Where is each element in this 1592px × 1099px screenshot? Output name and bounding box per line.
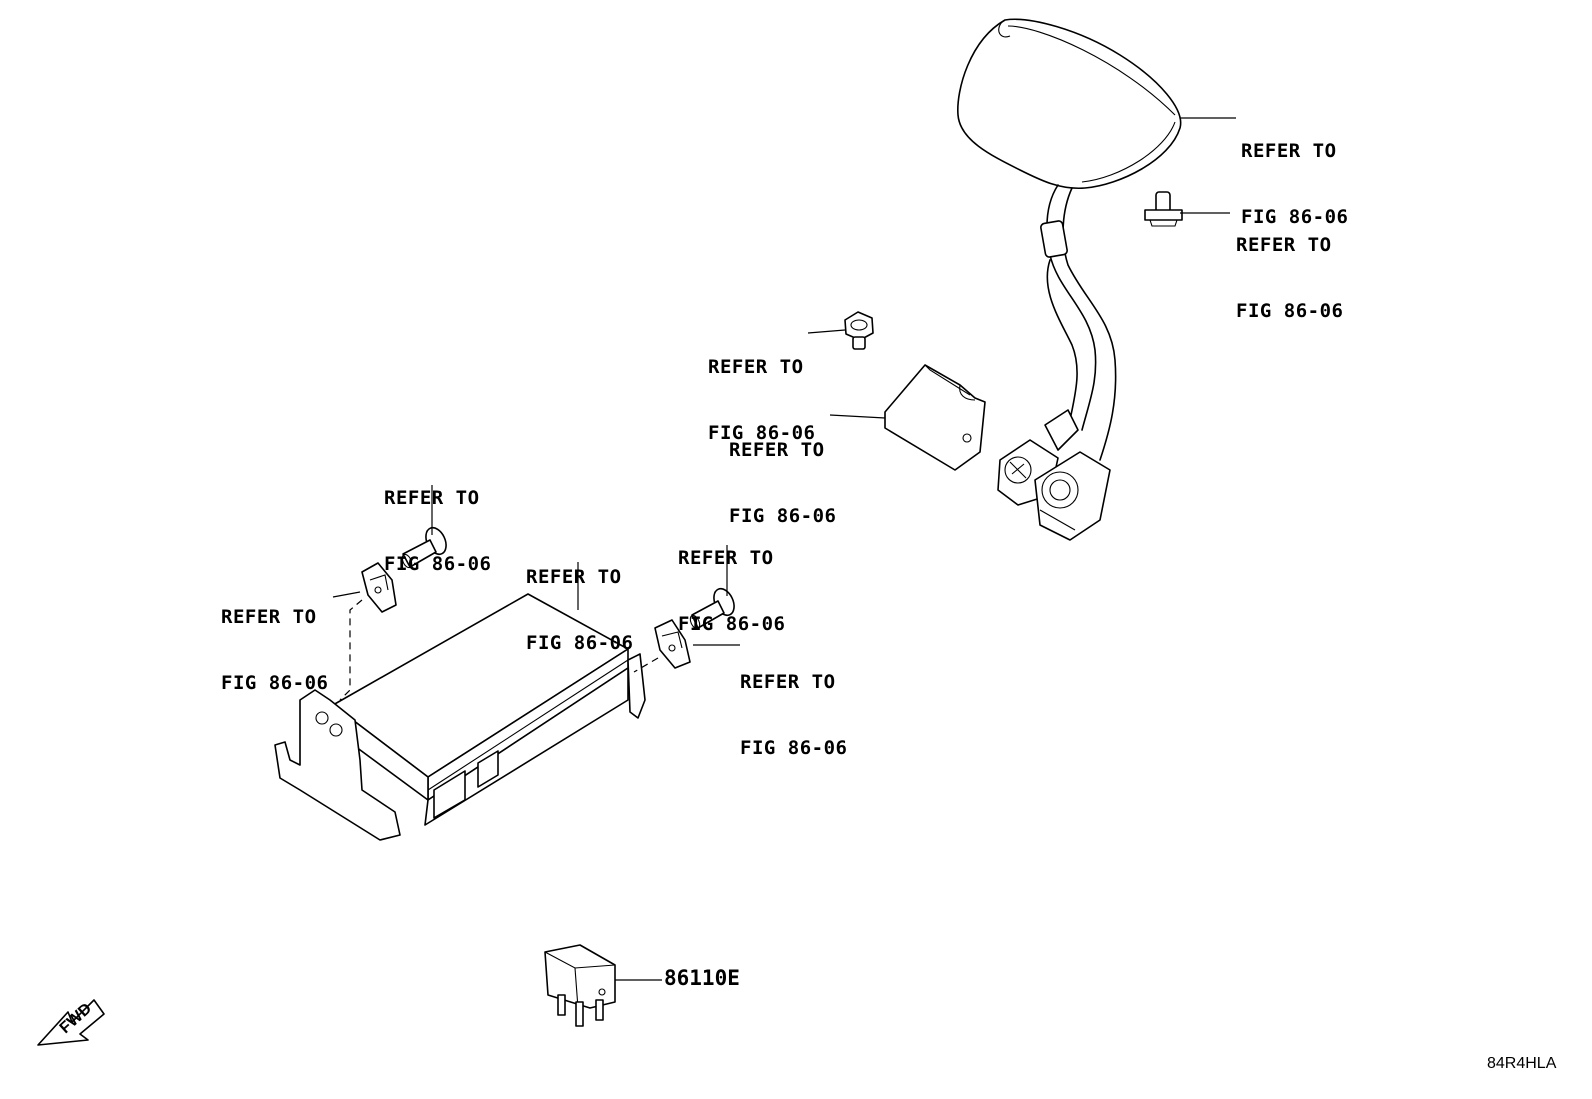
callout-line1: REFER TO bbox=[708, 356, 804, 378]
control-unit bbox=[274, 593, 646, 841]
callout-line2: FIG 86-06 bbox=[740, 737, 848, 759]
callout-line2: FIG 86-06 bbox=[708, 422, 816, 444]
callout-bracket-mid: REFER TO FIG 86-06 bbox=[729, 395, 836, 571]
wire-harness bbox=[1040, 184, 1117, 461]
callout-bolt-mid: REFER TO FIG 86-06 bbox=[708, 312, 815, 488]
callout-line1: REFER TO bbox=[729, 439, 825, 461]
callout-line1: REFER TO bbox=[221, 606, 317, 628]
bolt-left bbox=[401, 526, 447, 569]
callout-line2: FIG 86-06 bbox=[526, 632, 634, 654]
callout-clip-left: REFER TO FIG 86-06 bbox=[221, 562, 328, 738]
leader-lines bbox=[332, 117, 1236, 981]
callout-line2: FIG 86-06 bbox=[729, 505, 837, 527]
mirror-housing bbox=[957, 18, 1182, 190]
bolt-mid bbox=[844, 311, 874, 350]
fwd-arrow-icon bbox=[37, 999, 105, 1046]
callout-bolt-right: REFER TO FIG 86-06 bbox=[678, 503, 785, 679]
screw-top-right bbox=[1144, 191, 1183, 227]
callout-control-unit: REFER TO FIG 86-06 bbox=[526, 522, 633, 698]
callout-clip-right: REFER TO FIG 86-06 bbox=[740, 627, 847, 803]
figure-code: 84R4HLA bbox=[1487, 1055, 1557, 1072]
callout-line1: REFER TO bbox=[1241, 140, 1337, 162]
bolt-right bbox=[689, 587, 735, 630]
bracket-mid bbox=[884, 364, 986, 471]
callout-line1: REFER TO bbox=[1236, 234, 1332, 256]
callout-line1: REFER TO bbox=[678, 547, 774, 569]
callout-screw-top-right: REFER TO FIG 86-06 bbox=[1236, 190, 1343, 366]
relay-part-number: 86110E bbox=[664, 966, 740, 990]
connector-right bbox=[1034, 451, 1111, 541]
relay bbox=[544, 944, 616, 1027]
callout-line2: FIG 86-06 bbox=[384, 553, 492, 575]
callout-mirror: REFER TO FIG 86-06 bbox=[1241, 96, 1348, 272]
callout-line1: REFER TO bbox=[526, 566, 622, 588]
clip-left bbox=[361, 562, 397, 613]
callout-line2: FIG 86-06 bbox=[221, 672, 329, 694]
callout-line1: REFER TO bbox=[384, 487, 480, 509]
callout-line2: FIG 86-06 bbox=[1241, 206, 1349, 228]
callout-line2: FIG 86-06 bbox=[1236, 300, 1344, 322]
callout-bolt-left: REFER TO FIG 86-06 bbox=[384, 443, 491, 619]
callout-line1: REFER TO bbox=[740, 671, 836, 693]
clip-right bbox=[654, 619, 691, 669]
callout-line2: FIG 86-06 bbox=[678, 613, 786, 635]
